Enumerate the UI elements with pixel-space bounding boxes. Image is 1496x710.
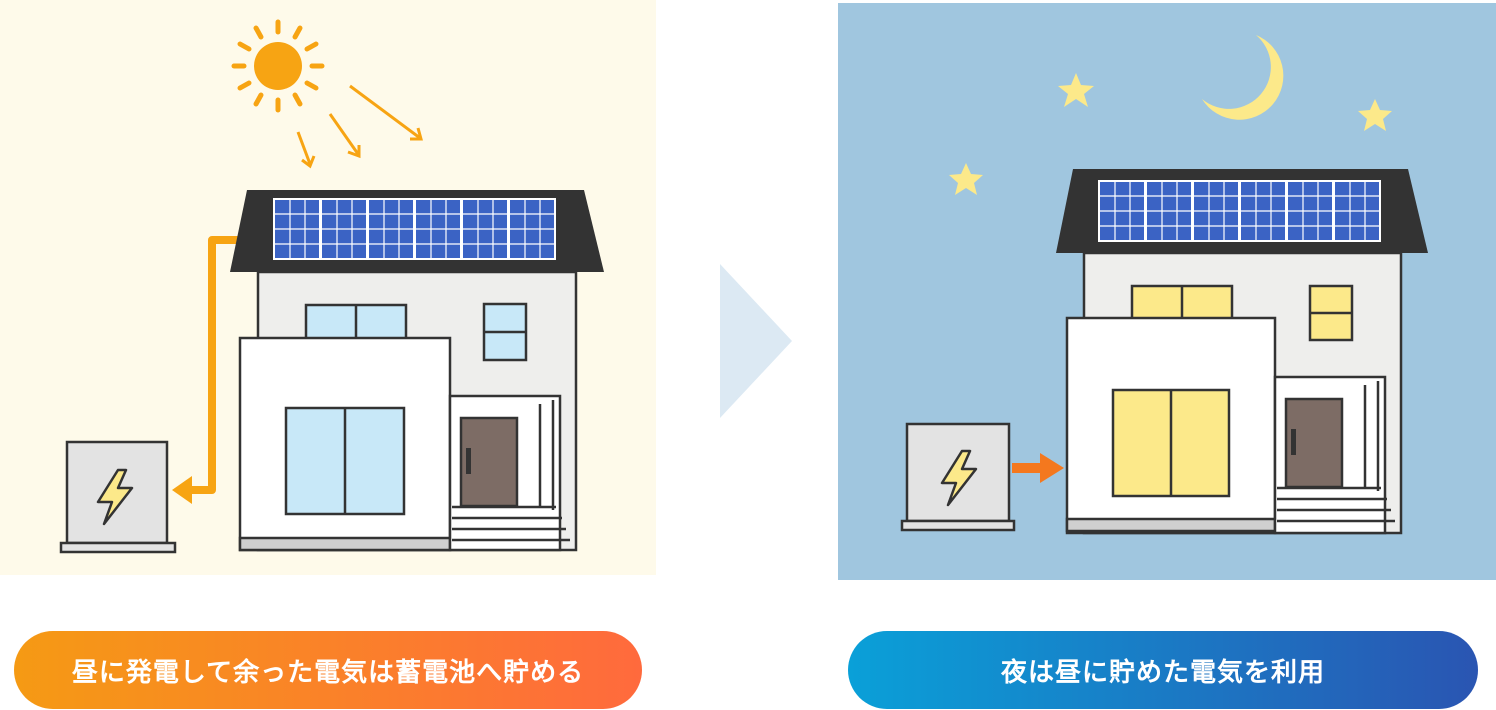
charge-arrow-icon [172,236,238,504]
day-caption-banner: 昼に発電して余った電気は蓄電池へ貯める [14,631,642,709]
day-caption-text: 昼に発電して余った電気は蓄電池へ貯める [71,657,585,688]
sun-icon [231,19,325,113]
day-scene-illustration [59,19,604,554]
moon-icon [1202,35,1284,120]
lightning-icon [940,449,978,507]
star-icon [949,163,983,195]
house [230,190,604,552]
house [1056,169,1428,535]
next-step-arrow-icon [720,264,792,418]
sunlight-arrows [296,84,423,169]
battery-unit [900,422,1016,532]
battery-unit [59,440,177,554]
star-icon [1358,99,1392,131]
night-scene-panel [838,3,1496,580]
night-caption-banner: 夜は昼に貯めた電気を利用 [848,631,1478,709]
night-caption-text: 夜は昼に貯めた電気を利用 [1000,657,1325,688]
night-scene-illustration [900,35,1428,535]
lightning-icon [96,468,134,526]
discharge-arrow-icon [1012,453,1064,483]
day-scene-panel [0,0,656,575]
star-icon [1058,73,1094,107]
